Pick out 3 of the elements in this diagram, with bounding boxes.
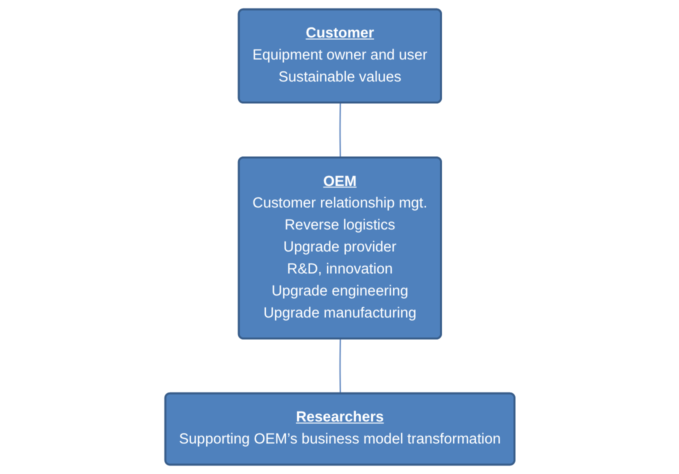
connector xyxy=(338,103,341,158)
diagram: Customer Equipment owner and user Sustainable values OEM Customer relationship mgt. Reverse logistics Upgrade provider R&D, innovation Upgrade engineering Upgrade manufacturing Researchers Supporting OEM’s business model transformation xyxy=(158,2,522,472)
connector xyxy=(338,338,341,394)
